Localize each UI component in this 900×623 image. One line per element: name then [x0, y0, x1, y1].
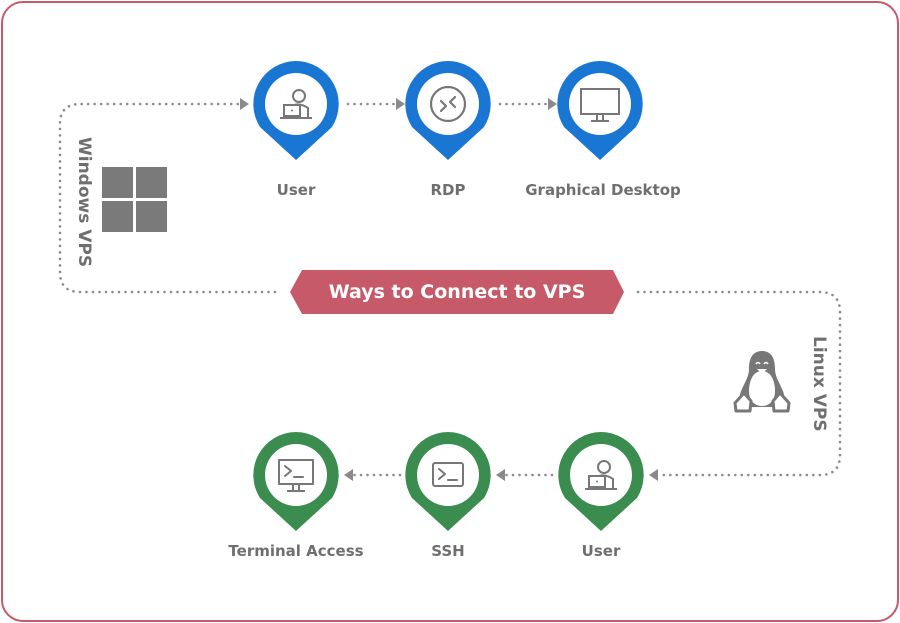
- linux-step-ssh-label: SSH: [431, 542, 465, 560]
- arrowhead-to-linux-user: [649, 469, 658, 481]
- tux-penguin-icon: [733, 351, 791, 413]
- user-laptop-icon: [280, 89, 312, 119]
- linux-vps-label: Linux VPS: [809, 336, 829, 432]
- pin-linux-user[interactable]: [558, 432, 644, 531]
- pin-windows-desktop[interactable]: [557, 61, 643, 160]
- windows-step-desktop-label: Graphical Desktop: [525, 181, 681, 199]
- pin-windows-rdp[interactable]: [405, 61, 491, 160]
- arrowhead-to-desktop: [548, 98, 557, 110]
- title-banner: Ways to Connect to VPS: [290, 270, 624, 314]
- windows-step-rdp-label: RDP: [430, 181, 466, 199]
- linux-connector: [636, 290, 842, 477]
- windows-logo-icon: [102, 167, 167, 232]
- pin-windows-user[interactable]: [253, 61, 339, 160]
- pin-linux-terminal[interactable]: [253, 432, 339, 531]
- terminal-icon: [432, 462, 464, 487]
- windows-vps-label: Windows VPS: [74, 137, 94, 268]
- arrowhead-to-user: [240, 98, 249, 110]
- linux-step-terminal-label: Terminal Access: [228, 542, 364, 560]
- linux-step-user-label: User: [581, 542, 621, 560]
- terminal-monitor-icon: [278, 459, 314, 492]
- windows-step-user-label: User: [276, 181, 316, 199]
- arrowhead-to-terminal: [344, 469, 353, 481]
- user-laptop-icon: [585, 460, 617, 490]
- monitor-icon: [580, 88, 620, 122]
- arrowhead-to-rdp: [396, 98, 405, 110]
- remote-desktop-icon: [429, 85, 467, 123]
- title-text: Ways to Connect to VPS: [328, 281, 586, 303]
- pin-linux-ssh[interactable]: [405, 432, 491, 531]
- title-banner-shape: [290, 270, 624, 314]
- arrowhead-to-ssh: [496, 469, 505, 481]
